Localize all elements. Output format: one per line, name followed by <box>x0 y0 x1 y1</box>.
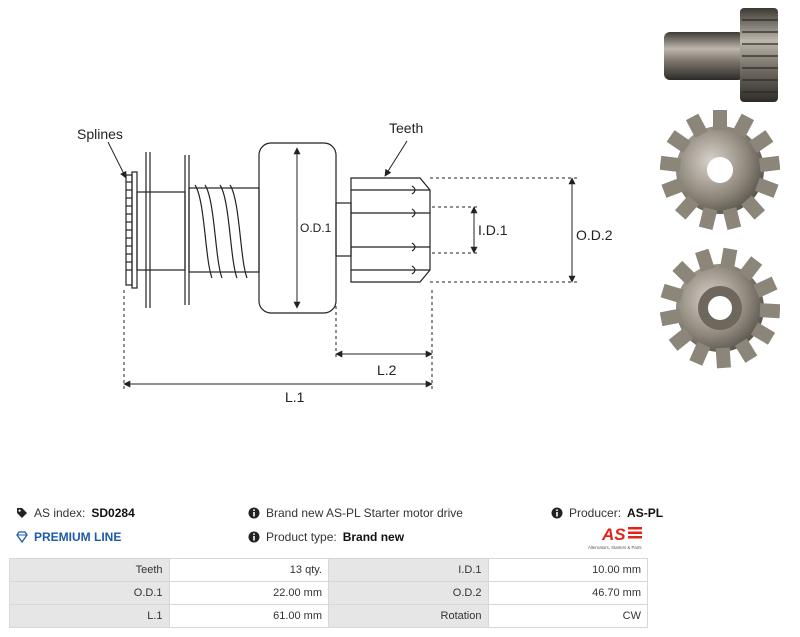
product-type-label: Product type: <box>266 530 337 544</box>
as-index-label: AS index: <box>34 506 86 520</box>
label-splines: Splines <box>77 126 123 142</box>
spec-key: O.D.2 <box>328 581 489 605</box>
producer-value: AS-PL <box>627 506 664 520</box>
description: Brand new AS-PL Starter motor drive <box>248 506 463 520</box>
product-photo-gear-back <box>660 247 780 369</box>
table-row: Teeth 13 qty. I.D.1 10.00 mm <box>9 558 648 582</box>
spec-key: Rotation <box>328 604 489 628</box>
spec-value: 13 qty. <box>168 558 329 582</box>
product-photo-side <box>664 8 778 102</box>
premium-line-badge: PREMIUM LINE <box>16 530 121 544</box>
as-pl-logo: AS Alternators, Starters & Parts <box>588 525 642 550</box>
spec-key: Teeth <box>9 558 170 582</box>
diamond-icon <box>16 531 28 543</box>
label-od2: O.D.2 <box>576 227 613 243</box>
product-type: Product type: Brand new <box>248 530 404 544</box>
table-row: L.1 61.00 mm Rotation CW <box>9 604 648 628</box>
technical-drawing: Splines Teeth O.D.1 I.D.1 O.D.2 L.2 L.1 <box>77 120 613 405</box>
as-index-value: SD0284 <box>91 506 135 520</box>
producer: Producer: AS-PL <box>551 506 663 520</box>
spec-value: 10.00 mm <box>487 558 648 582</box>
svg-text:Alternators, Starters & Parts: Alternators, Starters & Parts <box>588 545 642 550</box>
product-type-value: Brand new <box>342 530 405 544</box>
premium-line-text: PREMIUM LINE <box>34 530 122 544</box>
spec-value: 46.70 mm <box>487 581 648 605</box>
info-icon <box>248 507 260 519</box>
description-text: Brand new AS-PL Starter motor drive <box>266 506 463 520</box>
spec-key: O.D.1 <box>9 581 170 605</box>
label-l2: L.2 <box>377 362 397 378</box>
table-row: O.D.1 22.00 mm O.D.2 46.70 mm <box>9 581 648 605</box>
tag-icon <box>17 508 27 518</box>
spec-value: 61.00 mm <box>168 604 329 628</box>
label-teeth: Teeth <box>389 120 423 136</box>
spec-key: L.1 <box>9 604 170 628</box>
spec-table: Teeth 13 qty. I.D.1 10.00 mm O.D.1 22.00… <box>9 558 648 628</box>
spec-value: 22.00 mm <box>168 581 329 605</box>
as-index: AS index: SD0284 <box>16 506 135 520</box>
label-od1: O.D.1 <box>300 221 332 235</box>
product-photo-gear-front <box>660 110 780 230</box>
spec-value: CW <box>487 604 648 628</box>
svg-text:AS: AS <box>601 525 626 544</box>
producer-label: Producer: <box>569 506 622 520</box>
label-id1: I.D.1 <box>478 222 508 238</box>
info-icon <box>248 531 260 543</box>
spec-key: I.D.1 <box>328 558 489 582</box>
label-l1: L.1 <box>285 389 305 405</box>
info-icon <box>551 507 563 519</box>
